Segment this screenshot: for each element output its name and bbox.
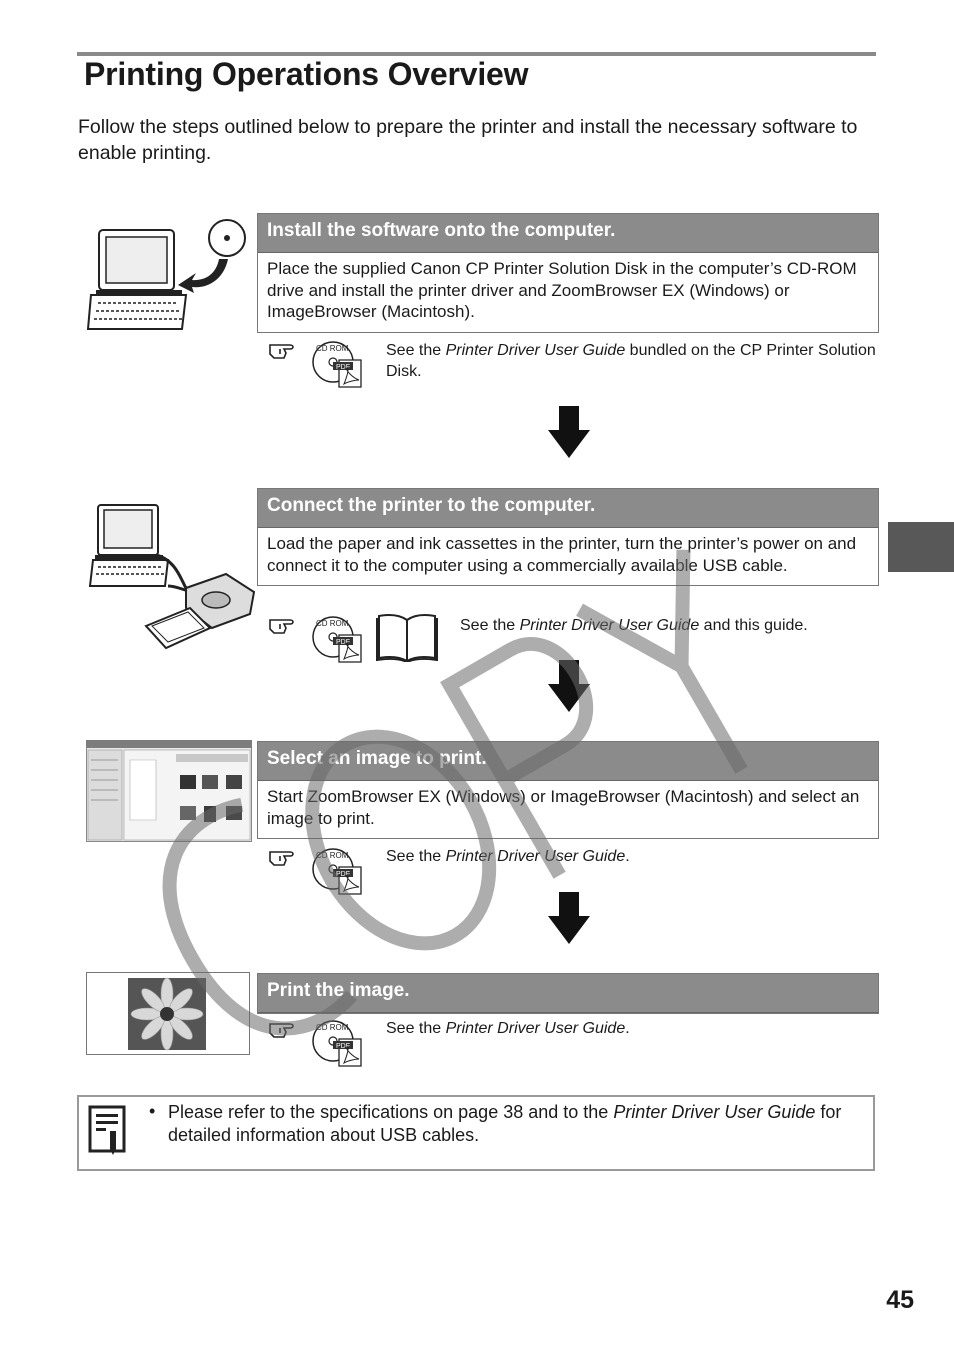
- reference-note: See the Printer Driver User Guide and th…: [460, 617, 808, 634]
- note-box: [77, 1095, 875, 1171]
- cdrom-label: CD ROM: [316, 851, 349, 860]
- cdrom-label: CD ROM: [316, 619, 349, 628]
- down-arrow-icon: [548, 660, 590, 712]
- reference-note: See the Printer Driver User Guide.: [386, 848, 630, 865]
- pointing-hand-icon: [269, 344, 294, 359]
- cdrom-pdf-icon: CD ROM PDF: [312, 1020, 362, 1067]
- book-icon: [376, 614, 438, 662]
- step-install-software: Install the software onto the computer. …: [257, 213, 879, 333]
- pdf-label: PDF: [336, 639, 350, 646]
- down-arrow-icon: [548, 892, 590, 944]
- down-arrow-icon: [548, 406, 590, 458]
- computer-with-disc-icon: [86, 219, 246, 330]
- page-number: 45: [886, 1286, 914, 1314]
- reference-note: See the Printer Driver User Guide.: [386, 1020, 630, 1037]
- reference-note: See the Printer Driver User Guide bundle…: [386, 342, 876, 380]
- cdrom-pdf-icon: CD ROM PDF: [312, 616, 362, 663]
- cdrom-pdf-icon: CD ROM PDF: [312, 341, 362, 388]
- cdrom-label: CD ROM: [316, 1023, 349, 1032]
- page-title: Printing Operations Overview: [84, 56, 529, 92]
- pdf-label: PDF: [336, 364, 350, 371]
- note-bullet: •: [149, 1101, 156, 1121]
- step-connect-printer: Connect the printer to the computer. Loa…: [257, 488, 879, 586]
- step-description: Start ZoomBrowser EX (Windows) or ImageB…: [267, 787, 860, 828]
- computer-with-printer-icon: [88, 504, 256, 650]
- intro-paragraph: Follow the steps outlined below to prepa…: [78, 116, 858, 164]
- step-heading: Connect the printer to the computer.: [258, 489, 878, 528]
- chapter-side-tab: [888, 522, 954, 572]
- step-heading: Install the software onto the computer.: [258, 214, 878, 253]
- cdrom-pdf-icon: CD ROM PDF: [312, 848, 362, 895]
- note-text: Please refer to the specifications on pa…: [168, 1102, 842, 1145]
- step-print-image: Print the image.: [257, 973, 879, 1014]
- pointing-hand-icon: [269, 1023, 294, 1038]
- pointing-hand-icon: [269, 851, 294, 866]
- step-heading: Select an image to print.: [258, 742, 878, 781]
- step-select-image: Select an image to print. Start ZoomBrow…: [257, 741, 879, 839]
- title-rule: [77, 52, 876, 56]
- software-screenshot-thumbnail: [86, 740, 252, 842]
- step-description: Load the paper and ink cassettes in the …: [267, 534, 857, 575]
- memo-note-icon: [88, 1105, 126, 1155]
- step-description: Place the supplied Canon CP Printer Solu…: [267, 259, 857, 321]
- pdf-label: PDF: [336, 1043, 350, 1050]
- step-heading: Print the image.: [258, 974, 878, 1013]
- pointing-hand-icon: [269, 619, 294, 634]
- cdrom-label: CD ROM: [316, 344, 349, 353]
- printed-photo-thumbnail: [86, 972, 250, 1055]
